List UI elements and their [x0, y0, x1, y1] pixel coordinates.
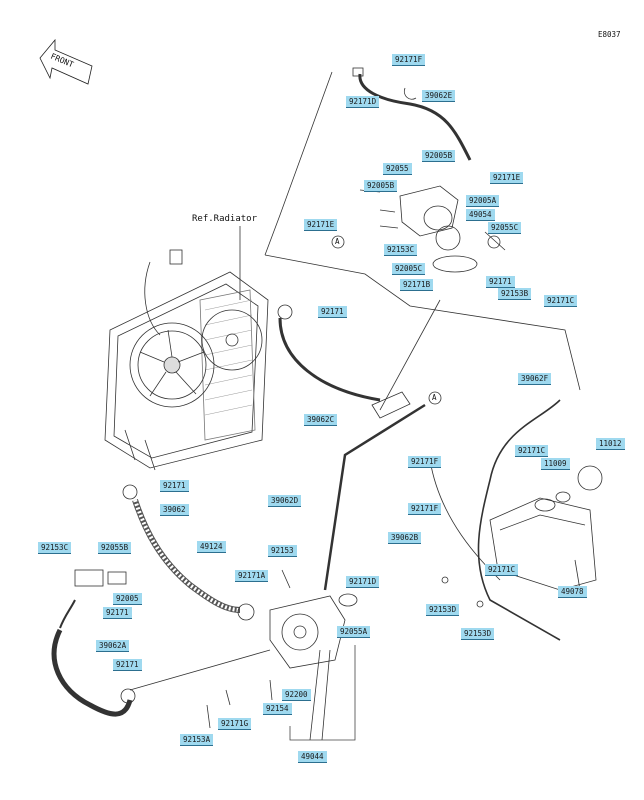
hose-49124-illustration	[122, 484, 241, 613]
part-label-92154[interactable]: 92154	[263, 703, 292, 715]
part-label-92171a[interactable]: 92171A	[235, 570, 269, 582]
part-label-92005c[interactable]: 92005C	[392, 263, 426, 275]
part-label-39062c[interactable]: 39062C	[304, 414, 338, 426]
hose-39062c-illustration	[277, 299, 441, 419]
part-label-92171f-1[interactable]: 92171F	[392, 54, 426, 66]
part-label-92171g[interactable]: 92171G	[218, 718, 252, 730]
part-label-39062e[interactable]: 39062E	[422, 90, 456, 102]
part-label-92200[interactable]: 92200	[282, 689, 311, 701]
part-label-92171b[interactable]: 92171B	[400, 279, 434, 291]
part-label-92171-4[interactable]: 92171	[103, 607, 132, 619]
part-label-92171-2[interactable]: 92171	[318, 306, 347, 318]
part-label-92171f-3[interactable]: 92171F	[408, 503, 442, 515]
part-label-92153-1[interactable]: 92153	[268, 545, 297, 557]
part-label-49054[interactable]: 49054	[466, 209, 495, 221]
part-label-39062a[interactable]: 39062A	[96, 640, 130, 652]
marker-a-1-label: A	[335, 237, 340, 246]
part-label-92005a[interactable]: 92005A	[466, 195, 500, 207]
diagram-code: E8037	[598, 30, 621, 39]
part-label-92171e-1[interactable]: 92171E	[490, 172, 524, 184]
part-label-92055a[interactable]: 92055A	[337, 626, 371, 638]
marker-a-1	[331, 235, 345, 249]
part-label-11012[interactable]: 11012	[596, 438, 625, 450]
part-label-92171d-1[interactable]: 92171D	[346, 96, 380, 108]
part-label-92055c[interactable]: 92055C	[488, 222, 522, 234]
part-label-39062[interactable]: 39062	[160, 504, 189, 516]
water-pump-illustration	[237, 569, 358, 669]
hose-39062a-illustration	[51, 569, 271, 717]
marker-a-2-label: A	[432, 393, 437, 402]
part-label-92171d-2[interactable]: 92171D	[346, 576, 380, 588]
part-label-92171c-3[interactable]: 92171C	[485, 564, 519, 576]
marker-a-2	[428, 391, 442, 405]
part-label-92171-3[interactable]: 92171	[160, 480, 189, 492]
part-label-49044[interactable]: 49044	[298, 751, 327, 763]
part-label-39062f[interactable]: 39062F	[518, 373, 552, 385]
part-label-92153c-1[interactable]: 92153C	[384, 244, 418, 256]
part-label-92153c-2[interactable]: 92153C	[38, 542, 72, 554]
part-label-49124[interactable]: 49124	[197, 541, 226, 553]
thermostat-housing-illustration	[359, 185, 506, 273]
part-label-92171f-2[interactable]: 92171F	[408, 456, 442, 468]
hose-39062e-illustration	[352, 67, 472, 161]
part-label-92153d-1[interactable]: 92153D	[426, 604, 460, 616]
part-label-92153b[interactable]: 92153B	[498, 288, 532, 300]
part-label-39062d[interactable]: 39062D	[268, 495, 302, 507]
part-label-49078[interactable]: 49078	[558, 586, 587, 598]
part-label-92153a[interactable]: 92153A	[180, 734, 214, 746]
part-label-92055[interactable]: 92055	[383, 163, 412, 175]
part-label-92171c-2[interactable]: 92171C	[515, 445, 549, 457]
part-label-11009[interactable]: 11009	[541, 458, 570, 470]
part-label-92005[interactable]: 92005	[113, 593, 142, 605]
part-label-92055b[interactable]: 92055B	[98, 542, 132, 554]
ref-radiator-label: Ref.Radiator	[192, 214, 258, 224]
part-label-39062b[interactable]: 39062B	[388, 532, 422, 544]
part-label-92005b-1[interactable]: 92005B	[422, 150, 456, 162]
part-label-92171-1[interactable]: 92171	[486, 276, 515, 288]
part-label-92171c-1[interactable]: 92171C	[544, 295, 578, 307]
part-label-92005b-2[interactable]: 92005B	[364, 180, 398, 192]
part-label-92171-5[interactable]: 92171	[113, 659, 142, 671]
front-arrow-icon	[39, 38, 93, 85]
part-label-92153d-2[interactable]: 92153D	[461, 628, 495, 640]
radiator-illustration	[104, 249, 269, 471]
part-label-92171e-2[interactable]: 92171E	[304, 219, 338, 231]
